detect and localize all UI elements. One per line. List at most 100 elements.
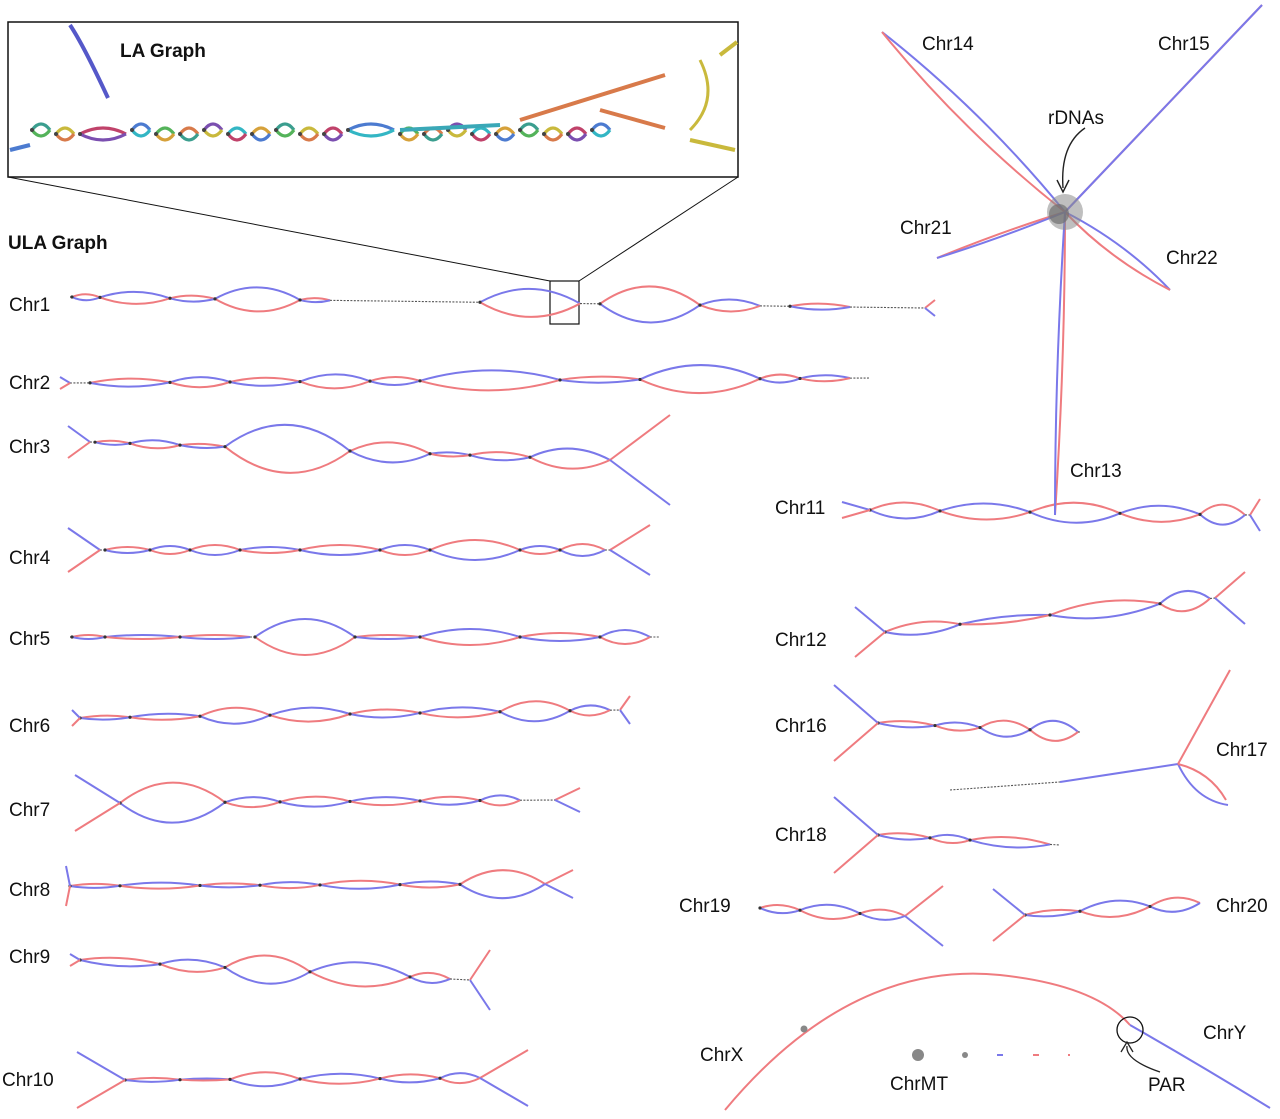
chr7-haplotype-path <box>480 800 520 805</box>
chr4-haplotype-path <box>520 550 560 554</box>
chr11-end-branch <box>842 510 870 518</box>
la-graph-edge <box>592 124 610 130</box>
chr2-label: Chr2 <box>9 374 50 393</box>
chr2-haplotype-path <box>420 370 560 380</box>
chr4-haplotype-path <box>105 547 150 550</box>
chr6-end-branch <box>620 710 630 724</box>
chr10-haplotype-path <box>440 1073 480 1078</box>
chr2-haplotype-path <box>640 379 760 393</box>
chr1-node <box>598 302 601 305</box>
chr11-haplotype-path <box>940 504 1030 513</box>
zoom-line <box>579 177 738 281</box>
chr6-haplotype-path <box>350 713 420 718</box>
chr3-haplotype-path <box>350 442 430 453</box>
chr8-end-branch <box>545 884 573 898</box>
la-graph-edge <box>156 134 174 140</box>
chr2-haplotype-path <box>370 377 420 381</box>
chr12-end-branch <box>1215 598 1245 624</box>
la-graph-edge <box>520 130 538 136</box>
chr19-node <box>758 906 761 909</box>
chr2-node <box>168 381 171 384</box>
la-graph-edge <box>132 130 150 136</box>
chr1-node <box>298 298 301 301</box>
chr5-node <box>518 635 521 638</box>
chr22-haplotype-path <box>1065 212 1170 290</box>
chr3-node <box>223 445 226 448</box>
chr6-haplotype-path <box>200 715 270 724</box>
la-graph-node <box>154 132 158 136</box>
chr16-end-branch <box>834 723 878 761</box>
chr3-haplotype-path <box>530 457 610 468</box>
chr5-haplotype-path <box>105 637 180 639</box>
chr10-node <box>438 1077 441 1080</box>
chr4-haplotype-path <box>560 550 605 556</box>
chr12-haplotype-path <box>885 624 960 634</box>
chr8-label: Chr8 <box>9 881 50 900</box>
chr6-haplotype-path <box>570 705 610 710</box>
chr5-haplotype-path <box>355 637 420 639</box>
chr15-label: Chr15 <box>1158 35 1210 54</box>
chr3-node <box>428 452 431 455</box>
chr1-haplotype-path <box>480 289 580 304</box>
chr10-haplotype-path <box>125 1080 180 1082</box>
la-graph-edge <box>568 134 586 140</box>
la-graph-node <box>298 132 302 136</box>
chr2-haplotype-path <box>230 378 300 382</box>
chr7-end-branch <box>555 800 580 812</box>
chr3-haplotype-path <box>130 440 180 445</box>
chr6-haplotype-path <box>130 714 200 718</box>
chr6-haplotype-path <box>350 709 420 714</box>
chr18-label: Chr18 <box>775 826 827 845</box>
chr10-haplotype-path <box>380 1078 440 1082</box>
chr6-haplotype-path <box>270 708 350 716</box>
chr17-haplotype-path <box>1178 764 1228 805</box>
chr5-node <box>178 635 181 638</box>
chr9-node <box>223 966 226 969</box>
chr2-haplotype-path <box>300 381 370 388</box>
chr16-node <box>978 726 981 729</box>
la-graph-edge <box>10 145 30 150</box>
chr19-end-branch <box>905 916 943 946</box>
chr3-label: Chr3 <box>9 438 50 457</box>
chr8-haplotype-path <box>260 885 320 888</box>
chr17-label: Chr17 <box>1216 741 1268 760</box>
la-graph-edge <box>70 25 108 98</box>
chr8-haplotype-path <box>460 870 545 884</box>
la-graph-edge <box>496 128 514 134</box>
chr2-node <box>558 378 561 381</box>
chr5-haplotype-path <box>180 637 250 639</box>
chr5-haplotype-path <box>255 637 355 655</box>
chr2-haplotype-path <box>560 379 640 382</box>
chr1-haplotype-path <box>100 292 170 298</box>
la-graph-edge <box>300 128 318 134</box>
la-graph-edge <box>520 124 538 130</box>
chr16-node <box>1028 728 1031 731</box>
chr3-node <box>128 442 131 445</box>
chr9-end-branch <box>470 950 490 980</box>
chr8-end-branch <box>66 866 70 886</box>
chr10-haplotype-path <box>230 1072 300 1079</box>
chr3-haplotype-path <box>350 451 430 462</box>
chr4-haplotype-path <box>430 550 520 560</box>
chr4-haplotype-path <box>150 546 190 550</box>
chr9-haplotype-path <box>410 977 450 983</box>
chr5-haplotype-path <box>180 635 250 637</box>
chr11-haplotype-path <box>1120 513 1200 522</box>
chr11-node <box>1028 511 1031 514</box>
chr5-node <box>70 635 73 638</box>
la-graph-edge <box>424 134 442 140</box>
chr6-haplotype-path <box>420 707 500 713</box>
chr2-haplotype-path <box>230 382 300 386</box>
chr11-haplotype-path <box>1030 512 1120 523</box>
chr12-haplotype-path <box>1050 604 1160 619</box>
chr10-haplotype-path <box>440 1078 480 1083</box>
chr9-end-branch <box>470 980 490 1010</box>
chr7-node <box>478 799 481 802</box>
chr2-haplotype-path <box>170 377 230 382</box>
chr4-end-branch <box>68 550 100 572</box>
rdnas-annotation: rDNAs <box>1048 109 1104 128</box>
chr4-node <box>298 548 301 551</box>
chr4-node <box>428 548 431 551</box>
chr1-haplotype-path <box>700 299 760 305</box>
chr9-linker <box>450 979 470 980</box>
